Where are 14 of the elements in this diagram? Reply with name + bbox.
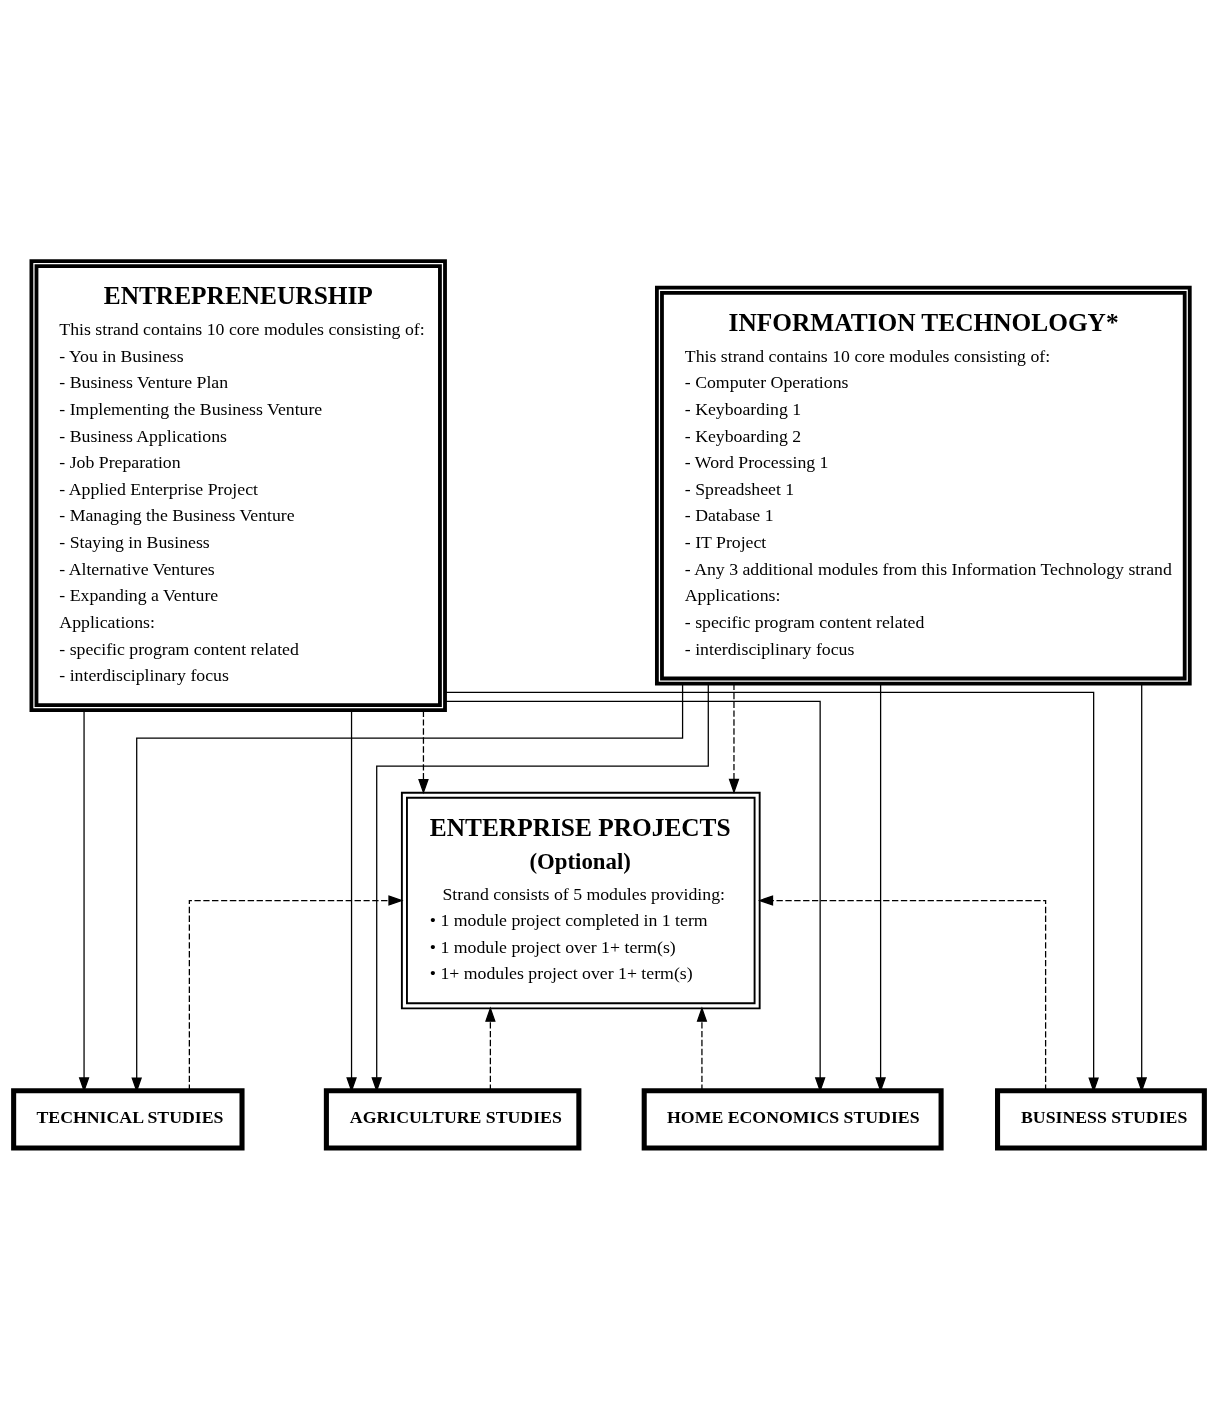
arrow — [757, 894, 1047, 1091]
node-box: INFORMATION TECHNOLOGY* This strand contains 10 core modules consisting of: - Computer Operations - Keyboarding 1 - Keyboarding 2 - Word Processing 1 - Spreadsheet 1 - Database 1 - IT Project - Any 3 additional modules from this Information Technology strand Applications: - specific program content related - interdisciplinary focus — [655, 285, 1192, 685]
node-box: ENTERPRISE PROJECTS (Optional) Strand consists of 5 modules providing: • 1 module project completed in 1 term • 1 module project over 1+ term(s) • 1+ modules project over 1+ term(s) — [400, 791, 761, 1009]
node-box: ENTREPRENEURSHIP This strand contains 10 core modules consisting of: - You in Business - Business Venture Plan - Implementing the Business Venture - Business Applications - Job Preparation - Applied Enterprise Project - Managing the Business Venture - Staying in Business - Alternative Ventures - Expanding a Venture Applications: - specific program content related - interdisciplinary focus — [29, 258, 447, 712]
arrow — [371, 682, 709, 1092]
arrow — [696, 1006, 708, 1091]
node-box: BUSINESS STUDIES — [995, 1087, 1207, 1150]
arrow — [485, 1006, 496, 1091]
arrow — [188, 894, 404, 1091]
node-box: TECHNICAL STUDIES — [11, 1087, 245, 1150]
arrow — [418, 709, 429, 794]
node-box: AGRICULTURE STUDIES — [323, 1087, 582, 1150]
node-box: HOME ECONOMICS STUDIES — [641, 1087, 944, 1150]
arrow — [728, 682, 740, 794]
